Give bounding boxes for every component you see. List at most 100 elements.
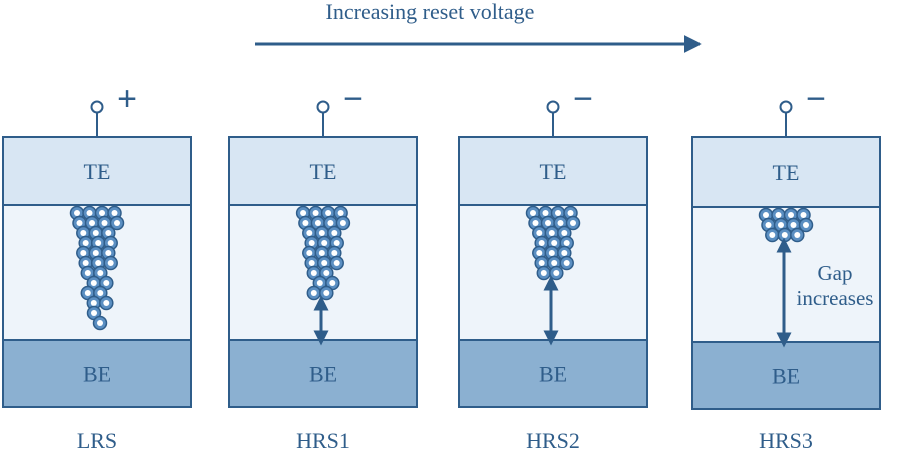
terminal-node (546, 100, 560, 114)
terminal-node (779, 100, 793, 114)
particle-highlight (107, 240, 114, 246)
be-label: BE (83, 362, 111, 387)
particle-highlight (89, 220, 95, 226)
particle-highlight (84, 290, 91, 296)
state-label: HRS2 (526, 428, 580, 453)
particle-highlight (551, 240, 558, 246)
particle-highlight (316, 280, 323, 286)
bottom-electrode (691, 341, 881, 410)
particle-highlight (92, 250, 99, 256)
particle-highlight (312, 210, 319, 216)
te-label: TE (773, 160, 800, 185)
particle-highlight (803, 222, 809, 228)
particle-highlight (548, 230, 555, 236)
top-electrode (458, 136, 648, 206)
particle-highlight (99, 210, 105, 216)
particle-highlight (800, 212, 807, 218)
particle-highlight (545, 220, 551, 226)
gap-label-line2: increases (797, 286, 874, 310)
particle-highlight (548, 250, 555, 256)
particle-highlight (561, 230, 568, 236)
cell-hrs1: − TE BE HRS1 (228, 80, 418, 453)
particle-highlight (530, 210, 536, 216)
particle-highlight (82, 260, 89, 266)
terminal-node (90, 100, 104, 114)
particle-highlight (107, 260, 114, 266)
te-label: TE (84, 159, 111, 184)
particle-highlight (538, 260, 545, 266)
be-label: BE (309, 362, 337, 387)
particle-highlight (74, 210, 80, 216)
particle-highlight (331, 230, 338, 236)
particle-highlight (97, 320, 103, 326)
te-label: TE (540, 159, 567, 184)
top-electrode (691, 136, 881, 208)
particle-highlight (90, 300, 97, 306)
particle-highlight (314, 220, 321, 226)
particle-highlight (765, 222, 772, 228)
particle-highlight (323, 270, 330, 276)
particle-highlight (300, 210, 307, 216)
particle-highlight (536, 230, 543, 236)
bottom-electrode (2, 339, 192, 408)
particle-highlight (536, 250, 543, 256)
particle-highlight (323, 290, 330, 296)
particle-highlight (306, 250, 313, 256)
particle-highlight (103, 300, 110, 306)
particle-highlight (339, 220, 346, 226)
particle-highlight (310, 290, 317, 296)
particle-highlight (318, 250, 325, 256)
particle-highlight (788, 212, 794, 218)
particle-highlight (306, 230, 313, 236)
polarity-sign: + (117, 80, 137, 118)
particle-highlight (321, 260, 328, 266)
polarity-sign: − (343, 80, 363, 118)
particle-highlight (557, 220, 564, 226)
particle-highlight (542, 210, 549, 216)
particle-highlight (540, 270, 547, 276)
particle-highlight (318, 230, 325, 236)
particle-highlight (555, 210, 561, 216)
particle-highlight (302, 220, 309, 226)
particle-highlight (76, 220, 83, 226)
particle-highlight (80, 250, 87, 256)
particle-highlight (532, 220, 539, 226)
particle-highlight (551, 260, 558, 266)
state-label: HRS3 (759, 428, 813, 453)
particle-highlight (563, 240, 570, 246)
particle-highlight (331, 250, 338, 256)
gap-label-line1: Gap (818, 261, 853, 285)
particle-highlight (337, 210, 344, 216)
particle-highlight (92, 230, 99, 236)
particle-highlight (763, 212, 769, 218)
particle-highlight (111, 210, 118, 216)
particle-highlight (308, 240, 315, 246)
particle-highlight (91, 310, 97, 316)
particle-highlight (329, 280, 336, 286)
particle-highlight (82, 240, 89, 246)
state-label: HRS1 (296, 428, 350, 453)
particle-highlight (308, 260, 315, 266)
te-label: TE (310, 159, 337, 184)
particle-highlight (561, 250, 568, 256)
particle-highlight (538, 240, 545, 246)
polarity-sign: − (573, 80, 593, 118)
particle-highlight (563, 260, 570, 266)
particle-highlight (95, 240, 102, 246)
particle-highlight (84, 270, 91, 276)
bottom-electrode (228, 339, 418, 408)
diagram-title: Increasing reset voltage (326, 0, 535, 24)
particle-highlight (105, 230, 112, 236)
particle-highlight (90, 280, 97, 286)
particle-highlight (570, 220, 576, 226)
particle-highlight (80, 230, 87, 236)
particle-highlight (327, 220, 334, 226)
particle-highlight (778, 222, 784, 228)
particle-highlight (97, 270, 104, 276)
particle-highlight (105, 250, 112, 256)
particle-highlight (333, 260, 340, 266)
bottom-electrode (458, 339, 648, 408)
